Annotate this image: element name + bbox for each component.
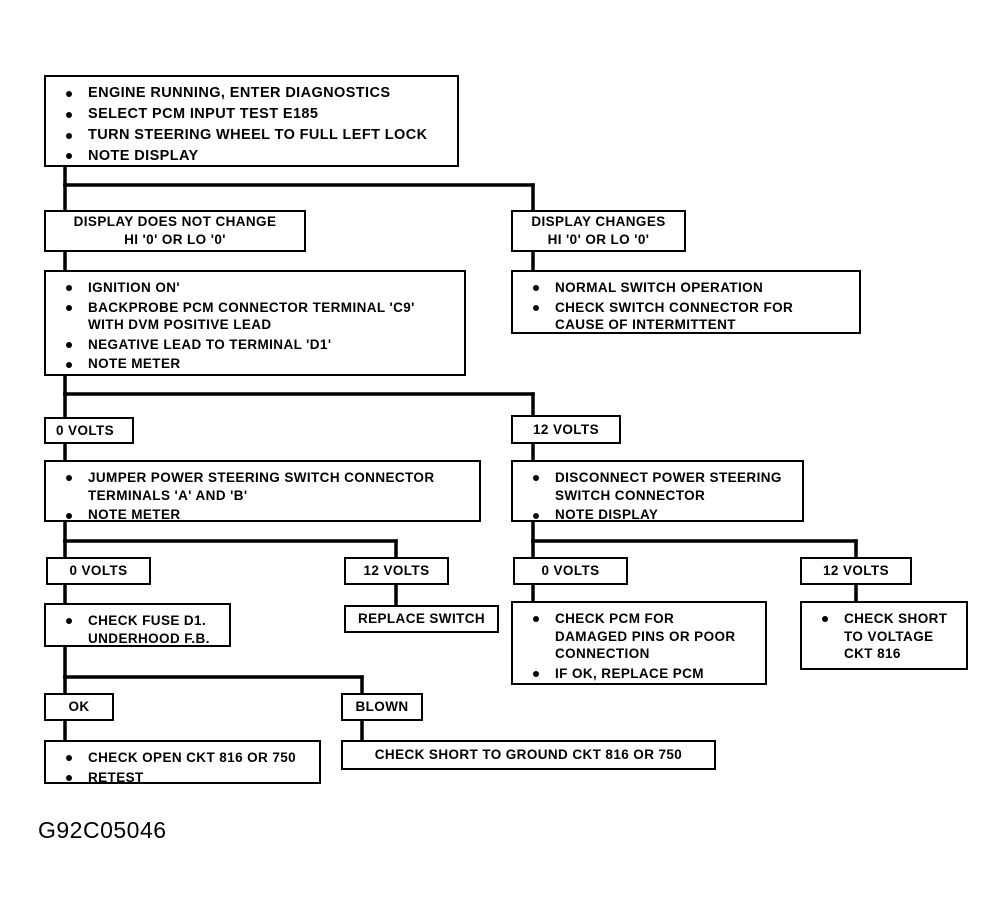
bullet-item: TURN STEERING WHEEL TO FULL LEFT LOCK: [52, 126, 449, 145]
node-check-fuse-d1: CHECK FUSE D1. UNDERHOOD F.B.: [44, 603, 231, 647]
node-label: OK: [68, 699, 90, 715]
node-fuse-ok: OK: [44, 693, 114, 721]
node-display-changes: DISPLAY CHANGES HI '0' OR LO '0': [511, 210, 686, 252]
node-label: CHECK SHORT TO GROUND CKT 816 OR 750: [374, 747, 683, 763]
bullet-item: NOTE METER: [52, 355, 456, 373]
bullet-item: NOTE DISPLAY: [52, 147, 449, 166]
bullet-list: CHECK PCM FOR DAMAGED PINS OR POOR CONNE…: [519, 610, 757, 682]
bullet-list: CHECK SHORT TO VOLTAGE CKT 816: [808, 610, 958, 663]
bullet-item: SELECT PCM INPUT TEST E185: [52, 105, 449, 124]
bullet-list: CHECK FUSE D1. UNDERHOOD F.B.: [52, 612, 221, 647]
node-check-pcm-damaged-pins: CHECK PCM FOR DAMAGED PINS OR POOR CONNE…: [511, 601, 767, 685]
bullet-item: RETEST: [52, 769, 311, 787]
node-label: 12 VOLTS: [823, 563, 889, 579]
bullet-item: IGNITION ON': [52, 279, 456, 297]
node-label: 0 VOLTS: [69, 563, 128, 579]
node-12-volts-branch-right: 12 VOLTS: [800, 557, 912, 585]
node-0-volts-branch-right: 0 VOLTS: [513, 557, 628, 585]
node-jumper-power-steering-switch: JUMPER POWER STEERING SWITCH CONNECTOR T…: [44, 460, 481, 522]
node-12-volts-branch-left: 12 VOLTS: [344, 557, 449, 585]
bullet-list: IGNITION ON' BACKPROBE PCM CONNECTOR TERM…: [52, 279, 456, 373]
bullet-item: CHECK PCM FOR DAMAGED PINS OR POOR CONNE…: [519, 610, 757, 663]
node-label: BLOWN: [355, 699, 409, 715]
node-fuse-blown: BLOWN: [341, 693, 423, 721]
node-replace-switch: REPLACE SWITCH: [344, 605, 499, 633]
bullet-item: NORMAL SWITCH OPERATION: [519, 279, 851, 297]
node-disconnect-power-steering-switch: DISCONNECT POWER STEERING SWITCH CONNECT…: [511, 460, 804, 522]
bullet-item: CHECK FUSE D1. UNDERHOOD F.B.: [52, 612, 221, 647]
figure-caption: G92C05046: [38, 817, 167, 843]
node-0-volts-level2: 0 VOLTS: [44, 417, 134, 444]
bullet-list: ENGINE RUNNING, ENTER DIAGNOSTICS SELECT …: [52, 84, 449, 165]
bullet-item: ENGINE RUNNING, ENTER DIAGNOSTICS: [52, 84, 449, 103]
node-label: 12 VOLTS: [363, 563, 430, 579]
node-label: REPLACE SWITCH: [357, 611, 486, 627]
node-enter-diagnostics: ENGINE RUNNING, ENTER DIAGNOSTICS SELECT …: [44, 75, 459, 167]
bullet-item: CHECK OPEN CKT 816 OR 750: [52, 749, 311, 767]
bullet-item: DISCONNECT POWER STEERING SWITCH CONNECT…: [519, 469, 794, 504]
bullet-list: NORMAL SWITCH OPERATION CHECK SWITCH CONN…: [519, 279, 851, 334]
node-label: 0 VOLTS: [56, 422, 115, 438]
node-label: 0 VOLTS: [541, 563, 600, 579]
node-label: DISPLAY DOES NOT CHANGE HI '0' OR LO '0': [73, 214, 277, 247]
node-label: 12 VOLTS: [533, 421, 599, 437]
bullet-item: NOTE DISPLAY: [519, 506, 794, 524]
bullet-item: CHECK SWITCH CONNECTOR FOR CAUSE OF INTE…: [519, 299, 851, 334]
node-label: DISPLAY CHANGES HI '0' OR LO '0': [531, 214, 666, 247]
bullet-list: JUMPER POWER STEERING SWITCH CONNECTOR T…: [52, 469, 471, 524]
node-0-volts-branch-left: 0 VOLTS: [46, 557, 151, 585]
node-12-volts-level2: 12 VOLTS: [511, 415, 621, 444]
bullet-list: DISCONNECT POWER STEERING SWITCH CONNECT…: [519, 469, 794, 524]
node-display-does-not-change: DISPLAY DOES NOT CHANGE HI '0' OR LO '0': [44, 210, 306, 252]
node-normal-switch-operation: NORMAL SWITCH OPERATION CHECK SWITCH CONN…: [511, 270, 861, 334]
node-check-short-to-voltage: CHECK SHORT TO VOLTAGE CKT 816: [800, 601, 968, 670]
bullet-item: JUMPER POWER STEERING SWITCH CONNECTOR T…: [52, 469, 471, 504]
bullet-item: IF OK, REPLACE PCM: [519, 665, 757, 683]
node-check-short-to-ground: CHECK SHORT TO GROUND CKT 816 OR 750: [341, 740, 716, 770]
bullet-item: BACKPROBE PCM CONNECTOR TERMINAL 'C9' WI…: [52, 299, 456, 334]
node-backprobe-pcm-connector: IGNITION ON' BACKPROBE PCM CONNECTOR TERM…: [44, 270, 466, 376]
bullet-item: CHECK SHORT TO VOLTAGE CKT 816: [808, 610, 958, 663]
bullet-item: NOTE METER: [52, 506, 471, 524]
bullet-item: NEGATIVE LEAD TO TERMINAL 'D1': [52, 336, 456, 354]
